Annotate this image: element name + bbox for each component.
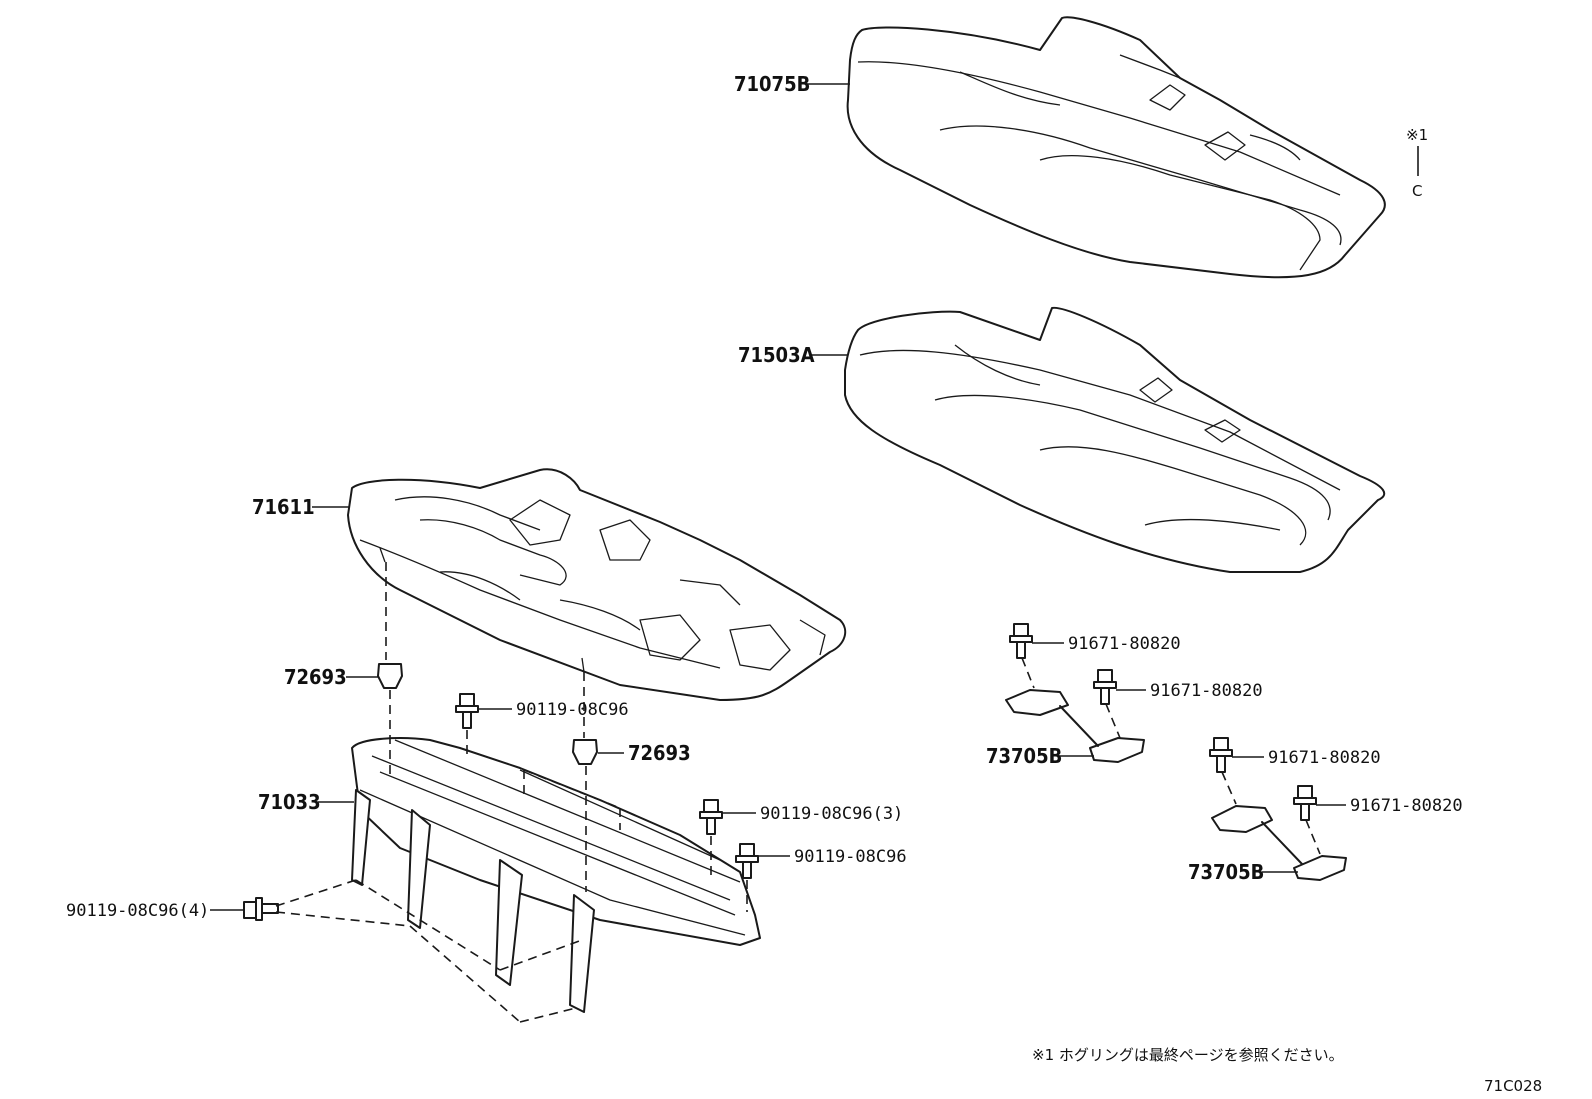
label-90119-b: 90119-08C96(3): [760, 804, 903, 824]
label-71611: 71611: [252, 495, 315, 519]
seat-cushion-cover[interactable]: [846, 16, 1386, 279]
seat-lock-hook-a[interactable]: [1005, 689, 1145, 763]
bolt-90119-b[interactable]: [699, 799, 723, 835]
bolt-90119-d[interactable]: [243, 897, 279, 921]
label-91671-b: 91671-80820: [1150, 681, 1263, 701]
clip-72693-a[interactable]: [377, 663, 403, 689]
label-90119-d: 90119-08C96(4): [66, 901, 209, 921]
label-72693-b: 72693: [628, 741, 691, 765]
label-91671-d: 91671-80820: [1350, 796, 1463, 816]
diagram-code: 71C028: [1484, 1077, 1542, 1095]
bolt-91671-a[interactable]: [1009, 623, 1033, 659]
bolt-91671-c[interactable]: [1209, 737, 1233, 773]
label-90119-c: 90119-08C96: [794, 847, 907, 867]
label-73705B-a: 73705B: [986, 744, 1062, 768]
label-72693-a: 72693: [284, 665, 347, 689]
bolt-90119-a[interactable]: [455, 693, 479, 729]
leader-lines: [210, 83, 1419, 911]
hog-ring-symbol: C: [1412, 182, 1422, 200]
note-ref-marker: ※1: [1406, 126, 1428, 144]
label-90119-a: 90119-08C96: [516, 700, 629, 720]
assembly-lines: [275, 562, 1321, 1023]
seat-lock-hook-b[interactable]: [1211, 805, 1347, 881]
label-71075B: 71075B: [734, 72, 810, 96]
footnote: ※1 ホグリングは最終ページを参照ください。: [1032, 1046, 1344, 1064]
label-71503A: 71503A: [738, 343, 815, 367]
label-91671-c: 91671-80820: [1268, 748, 1381, 768]
bolt-91671-d[interactable]: [1293, 785, 1317, 821]
bolt-90119-c[interactable]: [735, 843, 759, 879]
label-91671-a: 91671-80820: [1068, 634, 1181, 654]
clip-72693-b[interactable]: [572, 739, 598, 765]
label-71033: 71033: [258, 790, 321, 814]
seat-frame[interactable]: [351, 737, 761, 1013]
label-73705B-b: 73705B: [1188, 860, 1264, 884]
seat-cushion-pad[interactable]: [844, 306, 1386, 573]
seat-cushion-pan[interactable]: [347, 468, 847, 701]
bolt-91671-b[interactable]: [1093, 669, 1117, 705]
